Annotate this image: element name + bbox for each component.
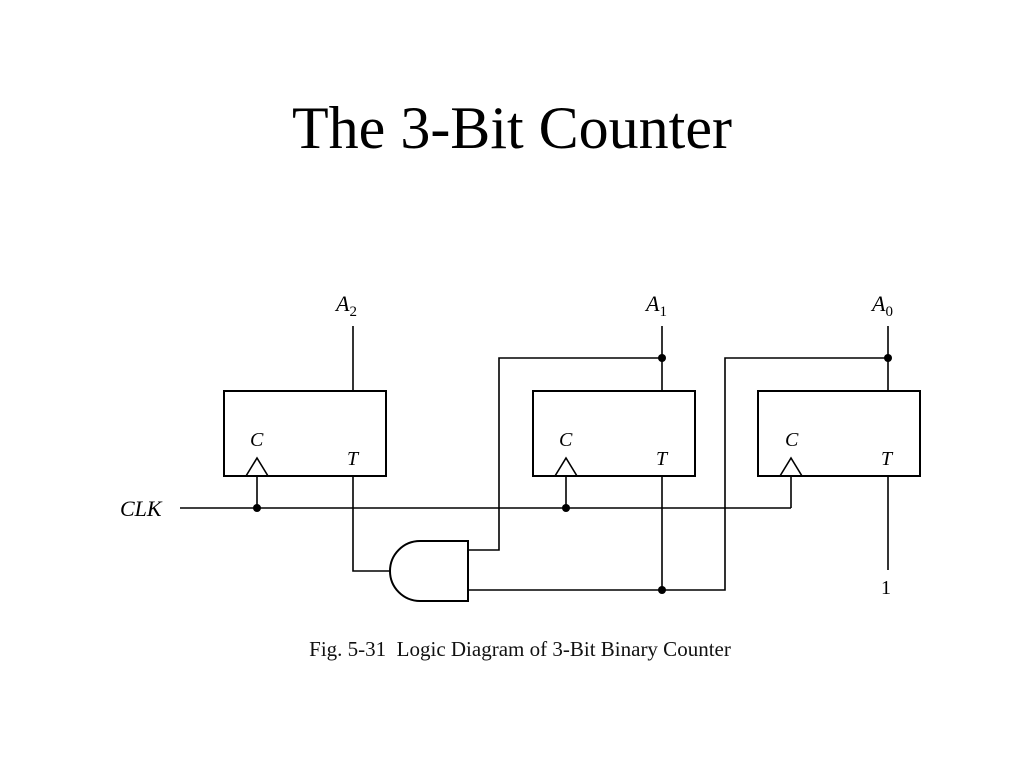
junction-clk-a1 bbox=[562, 504, 570, 512]
junction-clk-a2 bbox=[253, 504, 261, 512]
flip-flop-a1: C T bbox=[532, 390, 696, 477]
ff-a1-t-label: T bbox=[656, 448, 669, 470]
figure-caption: Fig. 5-31 Logic Diagram of 3-Bit Binary … bbox=[309, 637, 731, 661]
ff-a2-t-label: T bbox=[347, 448, 360, 470]
ff-a0-t-label: T bbox=[881, 448, 894, 470]
ff-a0-clock-label: C bbox=[785, 429, 799, 451]
output-label-a0: A0 bbox=[870, 291, 893, 320]
output-label-a1: A1 bbox=[644, 291, 667, 320]
output-label-a2: A2 bbox=[334, 291, 357, 320]
ff-a1-clock-label: C bbox=[559, 429, 573, 451]
junction-a1-t bbox=[658, 586, 666, 594]
constant-one-label: 1 bbox=[881, 577, 891, 599]
slide-title: The 3-Bit Counter bbox=[292, 95, 732, 161]
wire-a1-to-and bbox=[468, 357, 662, 551]
wire-a0-to-and bbox=[468, 357, 888, 591]
wire-a2-t-input bbox=[352, 476, 390, 572]
junction-a1-output bbox=[658, 354, 666, 362]
ff-a2-clock-label: C bbox=[250, 429, 264, 451]
flip-flop-a0: C T bbox=[757, 390, 921, 477]
flip-flop-a2: C T bbox=[223, 390, 387, 477]
clk-label: CLK bbox=[120, 496, 163, 521]
junction-a0-output bbox=[884, 354, 892, 362]
and-gate bbox=[389, 540, 469, 602]
